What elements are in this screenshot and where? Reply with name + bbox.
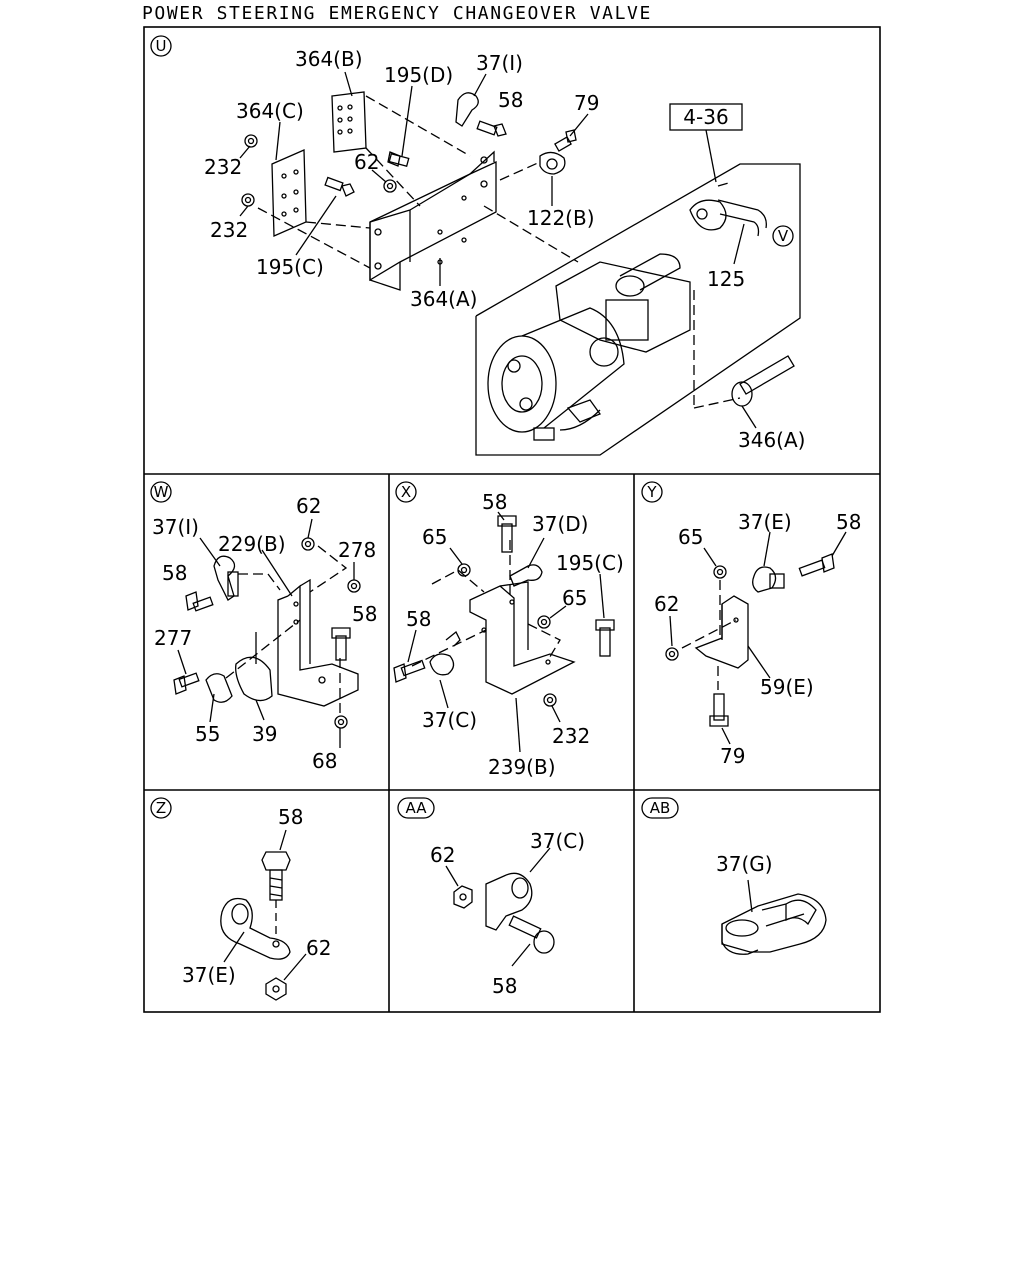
label-62-y: 62 bbox=[654, 592, 679, 616]
section-ab-marker-box bbox=[641, 797, 679, 819]
section-aa-marker: AA bbox=[406, 799, 428, 817]
label-346a: 346(A) bbox=[738, 428, 805, 452]
label-277: 277 bbox=[154, 626, 192, 650]
label-58-x-left: 58 bbox=[406, 607, 431, 631]
label-37d: 37(D) bbox=[532, 512, 588, 536]
fasteners-u bbox=[241, 92, 577, 207]
section-u-marker: U bbox=[156, 37, 167, 55]
section-ab-marker: AB bbox=[650, 799, 671, 817]
label-232-x: 232 bbox=[552, 724, 590, 748]
section-w bbox=[150, 481, 361, 748]
label-68: 68 bbox=[312, 749, 337, 773]
label-62-u: 62 bbox=[354, 150, 379, 174]
label-37e-y: 37(E) bbox=[738, 510, 792, 534]
section-x-marker: X bbox=[401, 483, 411, 501]
section-x bbox=[393, 481, 615, 753]
label-58-w-right: 58 bbox=[352, 602, 377, 626]
label-58-aa: 58 bbox=[492, 974, 517, 998]
label-195c-x: 195(C) bbox=[556, 551, 624, 575]
label-122b: 122(B) bbox=[527, 206, 595, 230]
label-79-y: 79 bbox=[720, 744, 745, 768]
section-w-marker: W bbox=[154, 483, 169, 501]
section-z-marker-circle bbox=[150, 797, 172, 819]
label-58-z: 58 bbox=[278, 805, 303, 829]
label-232-upper: 232 bbox=[204, 155, 242, 179]
label-229b: 229(B) bbox=[218, 532, 286, 556]
label-65-y: 65 bbox=[678, 525, 703, 549]
label-37g: 37(G) bbox=[716, 852, 773, 876]
label-62-z: 62 bbox=[306, 936, 331, 960]
label-59e: 59(E) bbox=[760, 675, 814, 699]
label-39: 39 bbox=[252, 722, 277, 746]
section-y bbox=[641, 481, 847, 745]
plate-364b bbox=[331, 91, 367, 153]
label-58-w-left: 58 bbox=[162, 561, 187, 585]
plate-364c bbox=[271, 149, 307, 237]
ref-label: 4-36 bbox=[683, 105, 728, 129]
label-79-u: 79 bbox=[574, 91, 599, 115]
label-37i-w: 37(I) bbox=[152, 515, 199, 539]
label-58-y: 58 bbox=[836, 510, 861, 534]
section-ab bbox=[641, 797, 827, 955]
label-58-u: 58 bbox=[498, 88, 523, 112]
label-37c-aa: 37(C) bbox=[530, 829, 585, 853]
leaders-u bbox=[239, 71, 757, 429]
valve-assembly bbox=[487, 199, 795, 441]
section-aa bbox=[397, 797, 555, 967]
label-364b: 364(B) bbox=[295, 47, 363, 71]
label-v-marker: V bbox=[778, 227, 789, 245]
label-65-x-right: 65 bbox=[562, 586, 587, 610]
label-37e-z: 37(E) bbox=[182, 963, 236, 987]
label-62-aa: 62 bbox=[430, 843, 455, 867]
label-232-lower: 232 bbox=[210, 218, 248, 242]
label-37i: 37(I) bbox=[476, 51, 523, 75]
section-aa-marker-box bbox=[397, 797, 435, 819]
label-195d: 195(D) bbox=[384, 63, 453, 87]
label-239b: 239(B) bbox=[488, 755, 556, 779]
section-z-marker: Z bbox=[156, 799, 166, 817]
label-65-x-left: 65 bbox=[422, 525, 447, 549]
section-z bbox=[150, 797, 307, 1001]
label-364a: 364(A) bbox=[410, 287, 477, 311]
label-278: 278 bbox=[338, 538, 376, 562]
section-y-marker-circle bbox=[641, 481, 663, 503]
label-58-x-top: 58 bbox=[482, 490, 507, 514]
section-w-marker-circle bbox=[150, 481, 172, 503]
label-37c-x: 37(C) bbox=[422, 708, 477, 732]
section-y-marker: Y bbox=[646, 483, 657, 501]
section-x-marker-circle bbox=[395, 481, 417, 503]
section-u-marker-circle bbox=[150, 35, 172, 57]
diagram-frame bbox=[143, 26, 881, 1013]
bracket-364a bbox=[369, 150, 497, 291]
label-62-w: 62 bbox=[296, 494, 321, 518]
label-364c: 364(C) bbox=[236, 99, 304, 123]
label-195c-u: 195(C) bbox=[256, 255, 324, 279]
label-55: 55 bbox=[195, 722, 220, 746]
v-marker-circle bbox=[772, 225, 794, 247]
label-125: 125 bbox=[707, 267, 745, 291]
section-u: U 4-36 bbox=[150, 35, 801, 456]
page-title: POWER STEERING EMERGENCY CHANGEOVER VALV… bbox=[142, 3, 652, 24]
